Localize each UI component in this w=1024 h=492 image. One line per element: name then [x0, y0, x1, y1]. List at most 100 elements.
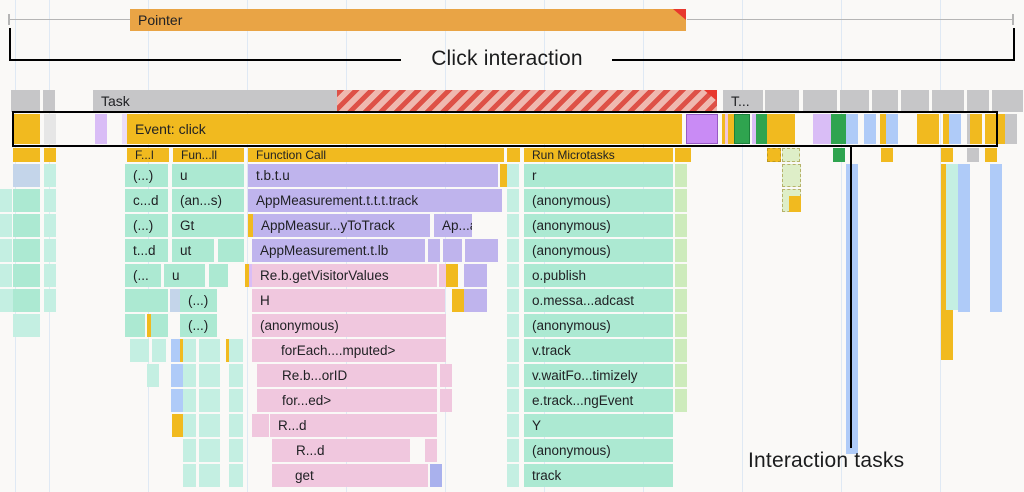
flame-segment[interactable]	[675, 364, 687, 387]
flame-segment[interactable]	[507, 314, 519, 337]
flame-segment[interactable]	[428, 239, 440, 262]
flame-bar[interactable]: ut	[172, 239, 214, 262]
flame-bar[interactable]: track	[524, 464, 673, 487]
flame-segment[interactable]	[0, 264, 12, 287]
flame-segment[interactable]	[229, 414, 243, 437]
flame-bar[interactable]: (...)	[180, 314, 217, 337]
flame-segment[interactable]	[967, 148, 979, 162]
flame-bar[interactable]: (anonymous)	[524, 239, 673, 262]
flame-segment[interactable]	[819, 114, 831, 144]
flame-segment[interactable]	[507, 289, 519, 312]
flame-segment[interactable]	[675, 289, 687, 312]
flame-segment[interactable]	[917, 114, 929, 144]
flame-segment[interactable]	[337, 90, 717, 112]
flame-bar[interactable]: Event: click	[127, 114, 682, 144]
flame-segment[interactable]	[199, 414, 220, 437]
flame-bar[interactable]: Fun...ll	[173, 148, 244, 162]
flame-bar[interactable]: R...d	[288, 439, 410, 462]
flame-bar[interactable]: for...ed>	[274, 389, 437, 412]
flame-segment[interactable]	[44, 239, 56, 262]
flame-segment[interactable]	[199, 389, 220, 412]
flame-segment[interactable]	[941, 148, 953, 162]
flame-segment[interactable]	[507, 189, 519, 212]
flame-segment[interactable]	[507, 339, 519, 362]
flame-segment[interactable]	[864, 114, 876, 144]
flame-segment[interactable]	[507, 464, 519, 487]
flame-segment[interactable]	[686, 114, 718, 144]
flame-segment[interactable]	[425, 439, 437, 462]
flame-segment[interactable]	[734, 114, 750, 144]
flame-bar[interactable]: t...d	[125, 239, 168, 262]
flame-segment[interactable]	[675, 389, 687, 412]
flame-segment[interactable]	[464, 289, 487, 312]
flame-segment[interactable]	[833, 148, 845, 162]
flame-segment[interactable]	[44, 148, 56, 162]
flame-segment[interactable]	[13, 189, 40, 212]
flame-segment[interactable]	[183, 414, 196, 437]
flame-segment[interactable]	[846, 114, 858, 144]
flame-segment[interactable]	[13, 164, 40, 187]
flame-segment[interactable]	[767, 148, 781, 162]
flame-bar[interactable]: AppMeasurement.t.lb	[252, 239, 425, 262]
flame-segment[interactable]	[443, 239, 462, 262]
flame-segment[interactable]	[183, 464, 196, 487]
flame-bar[interactable]: F...l	[127, 148, 169, 162]
flame-segment[interactable]	[507, 264, 519, 287]
flame-segment[interactable]	[675, 189, 687, 212]
flame-segment[interactable]	[199, 364, 220, 387]
flame-segment[interactable]	[262, 389, 274, 412]
flame-segment[interactable]	[970, 114, 982, 144]
flame-bar[interactable]: (anonymous)	[524, 214, 673, 237]
flame-segment[interactable]	[44, 114, 56, 144]
flame-segment[interactable]	[172, 414, 184, 437]
flame-segment[interactable]	[171, 364, 183, 387]
flame-segment[interactable]	[95, 114, 107, 144]
flame-segment[interactable]	[507, 148, 520, 162]
flame-segment[interactable]	[446, 264, 458, 287]
flame-segment[interactable]	[782, 164, 801, 187]
flame-segment[interactable]	[199, 339, 220, 362]
flame-segment[interactable]	[44, 289, 56, 312]
flame-segment[interactable]	[171, 389, 183, 412]
flame-segment[interactable]	[0, 239, 12, 262]
flame-segment[interactable]	[905, 90, 929, 112]
flame-segment[interactable]	[199, 439, 220, 462]
flame-segment[interactable]	[218, 239, 244, 262]
flame-segment[interactable]	[464, 264, 487, 287]
flame-bar[interactable]: Y	[524, 414, 673, 437]
flame-segment[interactable]	[44, 214, 56, 237]
flame-segment[interactable]	[507, 214, 519, 237]
flame-segment[interactable]	[756, 114, 768, 144]
flame-segment[interactable]	[0, 214, 12, 237]
flame-segment[interactable]	[152, 339, 166, 362]
flame-segment[interactable]	[229, 464, 243, 487]
flame-bar[interactable]: R...d	[270, 414, 437, 437]
flame-segment[interactable]	[229, 439, 243, 462]
flame-segment[interactable]	[13, 239, 40, 262]
flame-segment[interactable]	[13, 214, 40, 237]
flame-segment[interactable]	[13, 264, 40, 287]
flame-bar[interactable]: v.waitFo...timizely	[524, 364, 673, 387]
flame-bar[interactable]: (anonymous)	[524, 439, 673, 462]
flame-bar[interactable]: Run Microtasks	[524, 148, 673, 162]
flame-segment[interactable]	[886, 114, 898, 144]
flame-segment[interactable]	[11, 90, 40, 112]
flame-segment[interactable]	[1001, 90, 1013, 112]
flame-segment[interactable]	[262, 339, 274, 362]
flame-bar[interactable]: (anonymous)	[524, 189, 673, 212]
flame-bar[interactable]: Re.b.getVisitorValues	[252, 264, 437, 287]
flame-bar[interactable]: o.messa...adcast	[524, 289, 673, 312]
flame-bar[interactable]: (anonymous)	[252, 314, 446, 337]
flame-segment[interactable]	[675, 214, 687, 237]
flame-segment[interactable]	[675, 314, 687, 337]
flame-segment[interactable]	[13, 289, 40, 312]
flame-segment[interactable]	[125, 289, 168, 312]
flame-bar[interactable]: (anonymous)	[524, 314, 673, 337]
flame-segment[interactable]	[44, 164, 56, 187]
flame-segment[interactable]	[257, 414, 269, 437]
flame-segment[interactable]	[183, 364, 196, 387]
flame-segment[interactable]	[229, 339, 243, 362]
flame-segment[interactable]	[130, 339, 149, 362]
flame-segment[interactable]	[440, 364, 452, 387]
